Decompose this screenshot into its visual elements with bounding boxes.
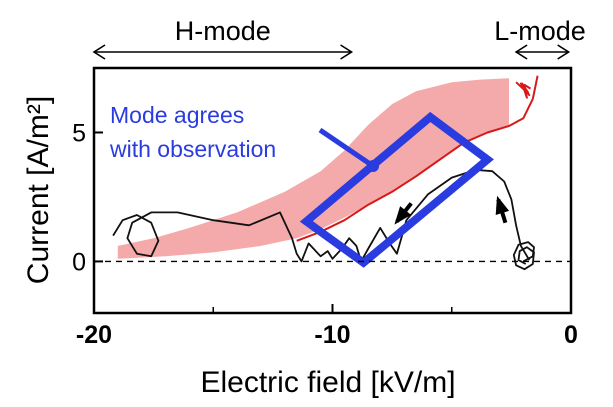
model-curve-red-loop bbox=[515, 81, 532, 99]
h-mode-label: H-mode bbox=[175, 16, 271, 46]
l-mode-label: L-mode bbox=[494, 16, 586, 46]
h-mode-arrow-right-head bbox=[340, 44, 354, 60]
model-curve-red-line bbox=[296, 75, 539, 242]
y-axis-label: Current [A/m²] bbox=[22, 96, 55, 284]
mode-layer: H-mode L-mode bbox=[92, 16, 586, 60]
direction-arrow-head-1 bbox=[394, 206, 412, 225]
annotation-point bbox=[367, 160, 380, 172]
data-layer bbox=[112, 75, 539, 271]
annotation-text-line-2: with observation bbox=[109, 136, 276, 162]
model-range-band bbox=[117, 78, 510, 259]
y-tick-label: 0 bbox=[72, 248, 86, 276]
l-mode-arrow-left-head bbox=[514, 44, 528, 60]
x-tick-label: 0 bbox=[564, 321, 578, 349]
direction-arrow-head-2 bbox=[495, 195, 510, 215]
x-tick-label: -10 bbox=[314, 321, 350, 349]
x-tick-label: -20 bbox=[76, 321, 112, 349]
h-mode-arrow-left-head bbox=[92, 44, 106, 60]
x-axis-label: Electric field [kV/m] bbox=[200, 366, 455, 399]
highlight-box bbox=[299, 111, 494, 268]
l-mode-arrow-right-head bbox=[557, 44, 571, 60]
tick-layer: -20 -10 0 0 5 bbox=[72, 119, 578, 349]
annotation-leader-line bbox=[318, 127, 375, 169]
observed-curve-black-spiral bbox=[512, 241, 535, 271]
y-tick-label: 5 bbox=[72, 119, 86, 147]
annotation-text-line-1: Mode agrees bbox=[110, 102, 244, 128]
